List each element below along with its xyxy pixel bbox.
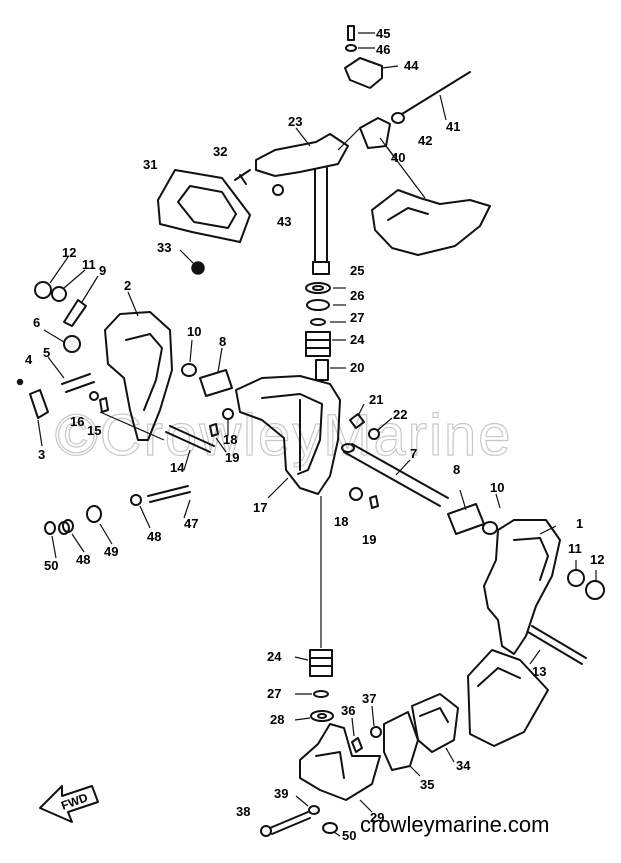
callout-47: 47 bbox=[184, 516, 198, 531]
upper-mount-assembly bbox=[157, 25, 491, 275]
callout-42: 42 bbox=[418, 133, 432, 148]
callout-10-right: 10 bbox=[490, 480, 504, 495]
callout-15: 15 bbox=[87, 423, 101, 438]
callout-29: 29 bbox=[370, 810, 384, 825]
callout-21: 21 bbox=[369, 392, 383, 407]
callout-10-left: 10 bbox=[187, 324, 201, 339]
swivel-hardware bbox=[349, 403, 393, 509]
callout-11-left: 11 bbox=[82, 257, 96, 272]
callout-1: 1 bbox=[576, 516, 583, 531]
callout-33: 33 bbox=[157, 240, 171, 255]
callout-16: 16 bbox=[70, 414, 84, 429]
callout-4: 4 bbox=[25, 352, 33, 367]
callout-35: 35 bbox=[420, 777, 434, 792]
right-clamp-bracket bbox=[447, 489, 605, 665]
callout-48-left: 48 bbox=[147, 529, 161, 544]
callout-31: 31 bbox=[143, 157, 157, 172]
callout-50-left: 50 bbox=[44, 558, 58, 573]
site-credit: crowleymarine.com bbox=[360, 812, 550, 837]
callout-26: 26 bbox=[350, 288, 364, 303]
callout-25: 25 bbox=[350, 263, 364, 278]
swivel-bracket bbox=[235, 375, 341, 499]
callout-36: 36 bbox=[341, 703, 355, 718]
callout-labels: 45 46 44 41 42 40 23 32 31 43 33 25 26 2… bbox=[25, 26, 604, 843]
callout-23: 23 bbox=[288, 114, 302, 129]
callout-46: 46 bbox=[376, 42, 390, 57]
callout-19-left: 19 bbox=[225, 450, 239, 465]
callout-9: 9 bbox=[99, 263, 106, 278]
callout-13: 13 bbox=[532, 664, 546, 679]
watermark: ©CrowleyMarine bbox=[55, 403, 513, 468]
callout-32: 32 bbox=[213, 144, 227, 159]
callout-22: 22 bbox=[393, 407, 407, 422]
callout-3: 3 bbox=[38, 447, 45, 462]
callout-48-lower: 48 bbox=[76, 552, 90, 567]
callout-45: 45 bbox=[376, 26, 390, 41]
lower-mount-assembly bbox=[260, 496, 549, 837]
forward-direction-arrow: FWD bbox=[39, 785, 99, 823]
callout-44: 44 bbox=[404, 58, 419, 73]
callout-28: 28 bbox=[270, 712, 284, 727]
callout-41: 41 bbox=[446, 119, 460, 134]
callout-7: 7 bbox=[410, 446, 417, 461]
callout-39: 39 bbox=[274, 786, 288, 801]
callout-18-right: 18 bbox=[334, 514, 348, 529]
callout-12-left: 12 bbox=[62, 245, 76, 260]
callout-12-right: 12 bbox=[590, 552, 604, 567]
callout-49: 49 bbox=[104, 544, 118, 559]
swivel-bushing-stack bbox=[305, 282, 346, 381]
callout-8-right: 8 bbox=[453, 462, 460, 477]
tilt-tube bbox=[341, 443, 449, 507]
callout-20: 20 bbox=[350, 360, 364, 375]
callout-37: 37 bbox=[362, 691, 376, 706]
callout-5: 5 bbox=[43, 345, 50, 360]
callout-38: 38 bbox=[236, 804, 250, 819]
callout-24-upper: 24 bbox=[350, 332, 365, 347]
callout-43: 43 bbox=[277, 214, 291, 229]
callout-40: 40 bbox=[391, 150, 405, 165]
callout-6: 6 bbox=[33, 315, 40, 330]
callout-19-right: 19 bbox=[362, 532, 376, 547]
callout-17: 17 bbox=[253, 500, 267, 515]
callout-34: 34 bbox=[456, 758, 471, 773]
callout-18-left: 18 bbox=[223, 432, 237, 447]
callout-2: 2 bbox=[124, 278, 131, 293]
left-clamp-bracket bbox=[16, 256, 234, 559]
callout-50-lower: 50 bbox=[342, 828, 356, 843]
callout-27-upper: 27 bbox=[350, 310, 364, 325]
callout-11-right: 11 bbox=[568, 541, 582, 556]
callout-27-lower: 27 bbox=[267, 686, 281, 701]
callout-14: 14 bbox=[170, 460, 185, 475]
callout-8-left: 8 bbox=[219, 334, 226, 349]
callout-24-lower: 24 bbox=[267, 649, 282, 664]
